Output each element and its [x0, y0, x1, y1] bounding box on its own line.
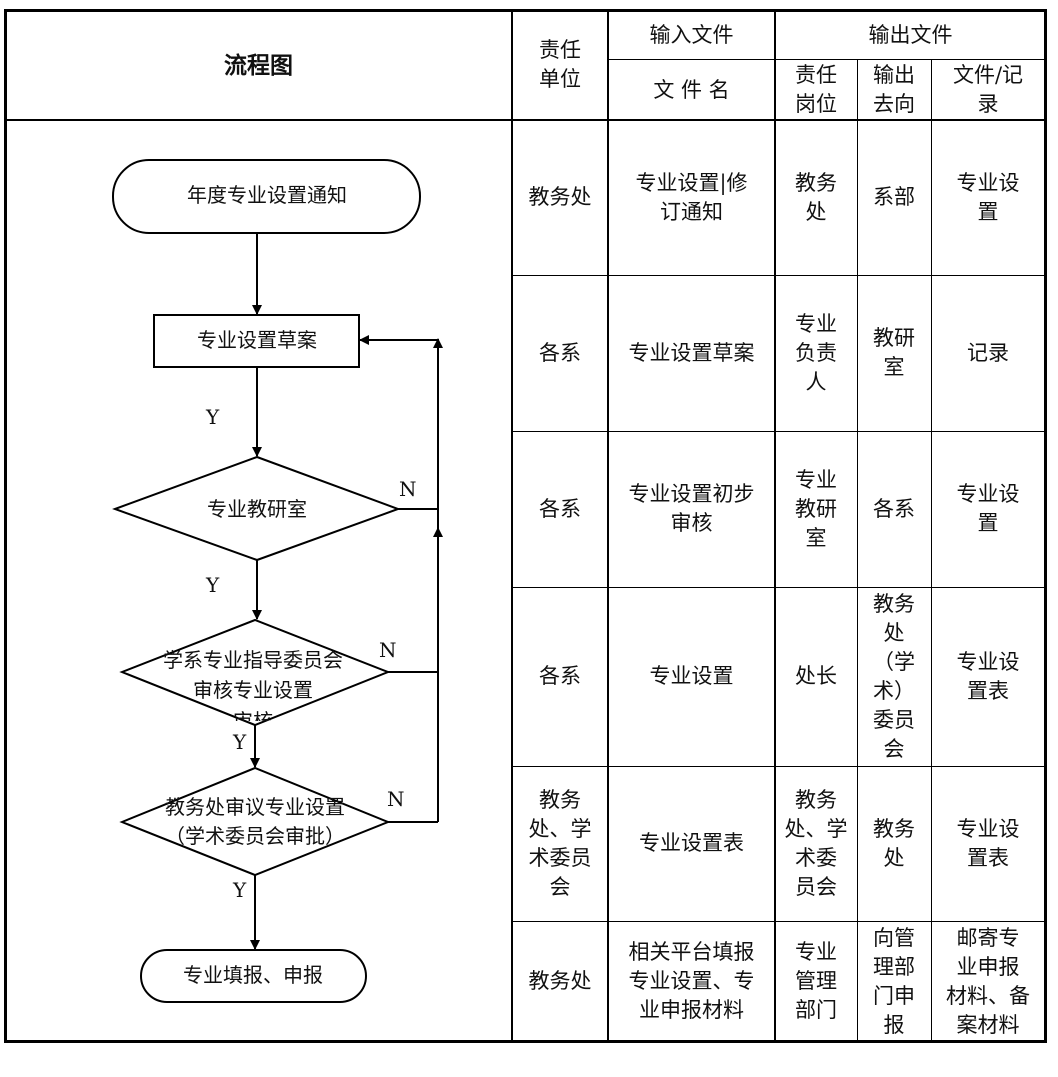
flowchart: 年度专业设置通知 专业设置草案 专业教研室 学系专业指导委员会 审核专业设置 审…: [112, 159, 443, 1003]
cell-post: 教务 处、学 术委 员会: [784, 787, 848, 899]
decision-3-label-2: （学术委员会审批）: [165, 824, 345, 848]
cell-unit: 各系: [539, 340, 581, 365]
cell-file: 专业设置草案: [628, 340, 755, 365]
cell-unit: 各系: [539, 496, 581, 521]
decision-diamond-3: [119, 766, 391, 877]
cell-post: 专业 教研 室: [795, 467, 837, 550]
header-subline: [608, 59, 1046, 60]
cell-unit: 教务 处、学 术委员 会: [528, 787, 592, 899]
cell-record: 专业设 置: [956, 482, 1020, 535]
header-output: 输出文件: [868, 22, 953, 47]
border-right: [1044, 9, 1047, 1043]
border-top: [4, 9, 1047, 12]
yes-label: Y: [205, 573, 220, 597]
cell-unit: 教务处: [528, 185, 592, 209]
end-label: 专业填报、申报: [183, 963, 323, 987]
border-left: [4, 9, 7, 1043]
start-terminator: [112, 159, 421, 234]
row-line: [512, 587, 1046, 588]
header-record: 文件/记 录: [952, 63, 1024, 116]
cell-dest: 教务 处 （学 术） 委员 会: [873, 591, 915, 761]
header-filename: 文 件 名: [653, 77, 730, 102]
cell-record: 记录: [967, 340, 1009, 365]
col-line: [774, 9, 776, 1043]
header-unit: 责任 单位: [539, 38, 581, 91]
header-input: 输入文件: [649, 22, 734, 47]
col-line: [511, 9, 513, 1043]
header-destination: 输出 去向: [873, 63, 915, 116]
cell-record: 邮寄专 业申报 材料、备 案材料: [946, 925, 1030, 1037]
yes-label: Y: [205, 405, 220, 429]
border-bottom: [4, 1040, 1047, 1043]
cell-file: 相关平台填报 专业设置、专 业申报材料: [628, 940, 755, 1022]
header-divider: [4, 119, 1047, 121]
flowchart-heading: 流程图: [224, 51, 293, 79]
row-line: [512, 275, 1046, 276]
no-label: N: [399, 477, 417, 501]
cell-dest: 系部: [873, 185, 915, 209]
start-label: 年度专业设置通知: [187, 183, 347, 207]
col-line: [607, 9, 609, 1043]
end-terminator: [140, 949, 367, 1003]
yes-label: Y: [232, 730, 247, 754]
row-line: [512, 921, 1046, 922]
cell-unit: 各系: [539, 664, 581, 688]
decision-1-label: 专业教研室: [207, 497, 307, 521]
cell-record: 专业设 置: [956, 170, 1020, 224]
header-post: 责任 岗位: [795, 63, 837, 116]
col-line: [931, 60, 932, 1043]
cell-dest: 教务 处: [873, 816, 915, 870]
draft-label: 专业设置草案: [197, 328, 317, 352]
cell-post: 专业 负责 人: [795, 311, 837, 394]
cell-dest: 各系: [873, 496, 915, 521]
decision-2-label-2: 审核专业设置: [193, 678, 313, 702]
cell-dest: 向管 理部 门申 报: [873, 925, 915, 1037]
decision-2-label-1: 学系专业指导委员会: [163, 648, 343, 672]
no-label: N: [379, 638, 397, 662]
cell-record: 专业设 置表: [956, 816, 1020, 870]
col-line: [857, 60, 858, 1043]
cell-post: 处长: [795, 664, 837, 688]
row-line: [512, 431, 1046, 432]
cell-file: 专业设置表: [639, 831, 744, 855]
cell-file: 专业设置初步 审核: [628, 482, 755, 535]
no-label: N: [387, 787, 405, 811]
decision-2-label-3: 审核: [233, 709, 273, 733]
row-line: [512, 766, 1046, 767]
cell-file: 专业设置: [649, 664, 734, 688]
cell-post: 专业 管理 部门: [795, 940, 837, 1022]
cell-file: 专业设置|修 订通知: [635, 170, 748, 224]
cell-record: 专业设 置表: [956, 649, 1020, 703]
cell-post: 教务 处: [795, 170, 837, 224]
decision-3-label-1: 教务处审议专业设置: [165, 795, 345, 819]
cell-unit: 教务处: [528, 969, 592, 993]
yes-label: Y: [232, 878, 247, 902]
cell-dest: 教研 室: [873, 326, 915, 379]
